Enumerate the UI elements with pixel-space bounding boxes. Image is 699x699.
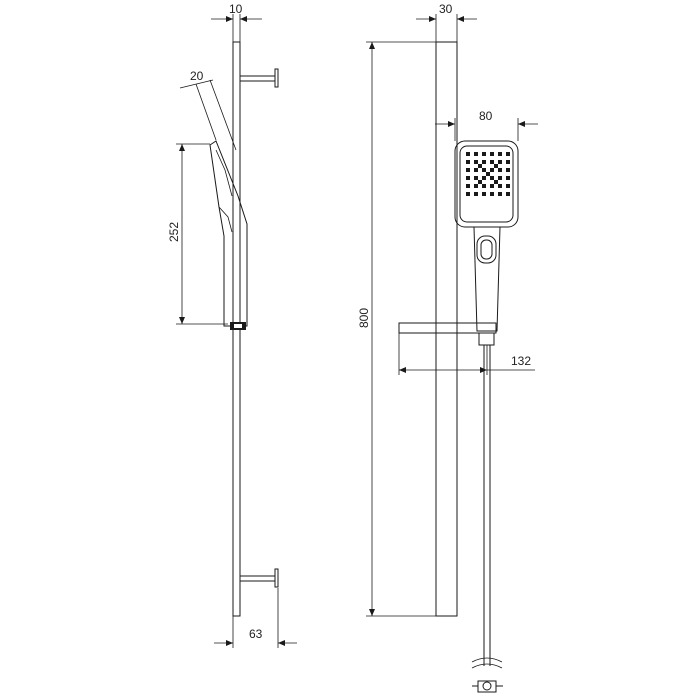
nozzle: [466, 192, 470, 196]
nozzle: [506, 176, 510, 180]
nozzle: [498, 160, 502, 164]
nozzle: [490, 192, 494, 196]
dim-rail-height-label: 800: [357, 308, 371, 328]
nozzle: [474, 192, 478, 196]
nozzle: [506, 152, 510, 156]
nozzle: [466, 176, 470, 180]
nozzle: [482, 184, 486, 188]
nozzle-inner: [478, 180, 482, 184]
side-bottom-bracket: [240, 568, 279, 588]
nozzle: [482, 176, 486, 180]
nozzle: [474, 160, 478, 164]
dim-holder-projection: 132: [398, 333, 535, 375]
side-top-bracket: [240, 68, 279, 88]
nozzle: [490, 152, 494, 156]
nozzle-inner: [494, 180, 498, 184]
nozzle: [498, 152, 502, 156]
dim-holder-projection-label: 132: [511, 354, 531, 368]
nozzle: [506, 168, 510, 172]
nozzle: [490, 184, 494, 188]
dim-bar-thickness: 10: [211, 2, 262, 42]
front-holder: [398, 322, 497, 346]
nozzle: [466, 152, 470, 156]
dim-head-tilt-label: 20: [190, 69, 204, 83]
dim-handshower-length-label: 252: [167, 222, 181, 242]
side-view: 10 20 252 63: [167, 2, 297, 648]
dim-bracket-depth: 63: [214, 588, 297, 648]
nozzle-inner: [478, 164, 482, 168]
dim-bar-width: 30: [416, 2, 477, 42]
dim-head-tilt: 20: [179, 69, 237, 151]
dim-bracket-depth-label: 63: [249, 627, 263, 641]
nozzle: [506, 184, 510, 188]
front-rail: [435, 41, 458, 617]
nozzle: [490, 176, 494, 180]
nozzle: [482, 168, 486, 172]
nozzle: [474, 152, 478, 156]
nozzle: [498, 176, 502, 180]
nozzle: [482, 160, 486, 164]
nozzle: [466, 184, 470, 188]
spray-nozzle-grid: [466, 152, 510, 196]
nozzle: [498, 192, 502, 196]
front-shower-head: [454, 140, 519, 228]
nozzle: [490, 160, 494, 164]
side-handshower: [209, 140, 248, 330]
nozzle: [482, 152, 486, 156]
dim-handshower-length: 252: [167, 143, 228, 325]
nozzle: [466, 160, 470, 164]
front-hose: [471, 345, 503, 693]
nozzle: [474, 176, 478, 180]
nozzle: [506, 160, 510, 164]
nozzle: [482, 192, 486, 196]
front-handle: [473, 226, 501, 332]
dim-bar-width-label: 30: [439, 2, 453, 16]
dim-head-width: 80: [435, 109, 538, 141]
dim-head-width-label: 80: [479, 109, 493, 123]
nozzle: [466, 168, 470, 172]
nozzle: [490, 168, 494, 172]
nozzle-inner: [486, 172, 490, 176]
nozzle-inner: [494, 164, 498, 168]
front-view: 30 80 800 132: [357, 2, 538, 693]
dim-rail-height: 800: [357, 41, 436, 617]
dim-bar-thickness-label: 10: [229, 2, 243, 16]
nozzle: [498, 184, 502, 188]
nozzle: [506, 192, 510, 196]
nozzle: [474, 184, 478, 188]
nozzle: [474, 168, 478, 172]
nozzle: [498, 168, 502, 172]
